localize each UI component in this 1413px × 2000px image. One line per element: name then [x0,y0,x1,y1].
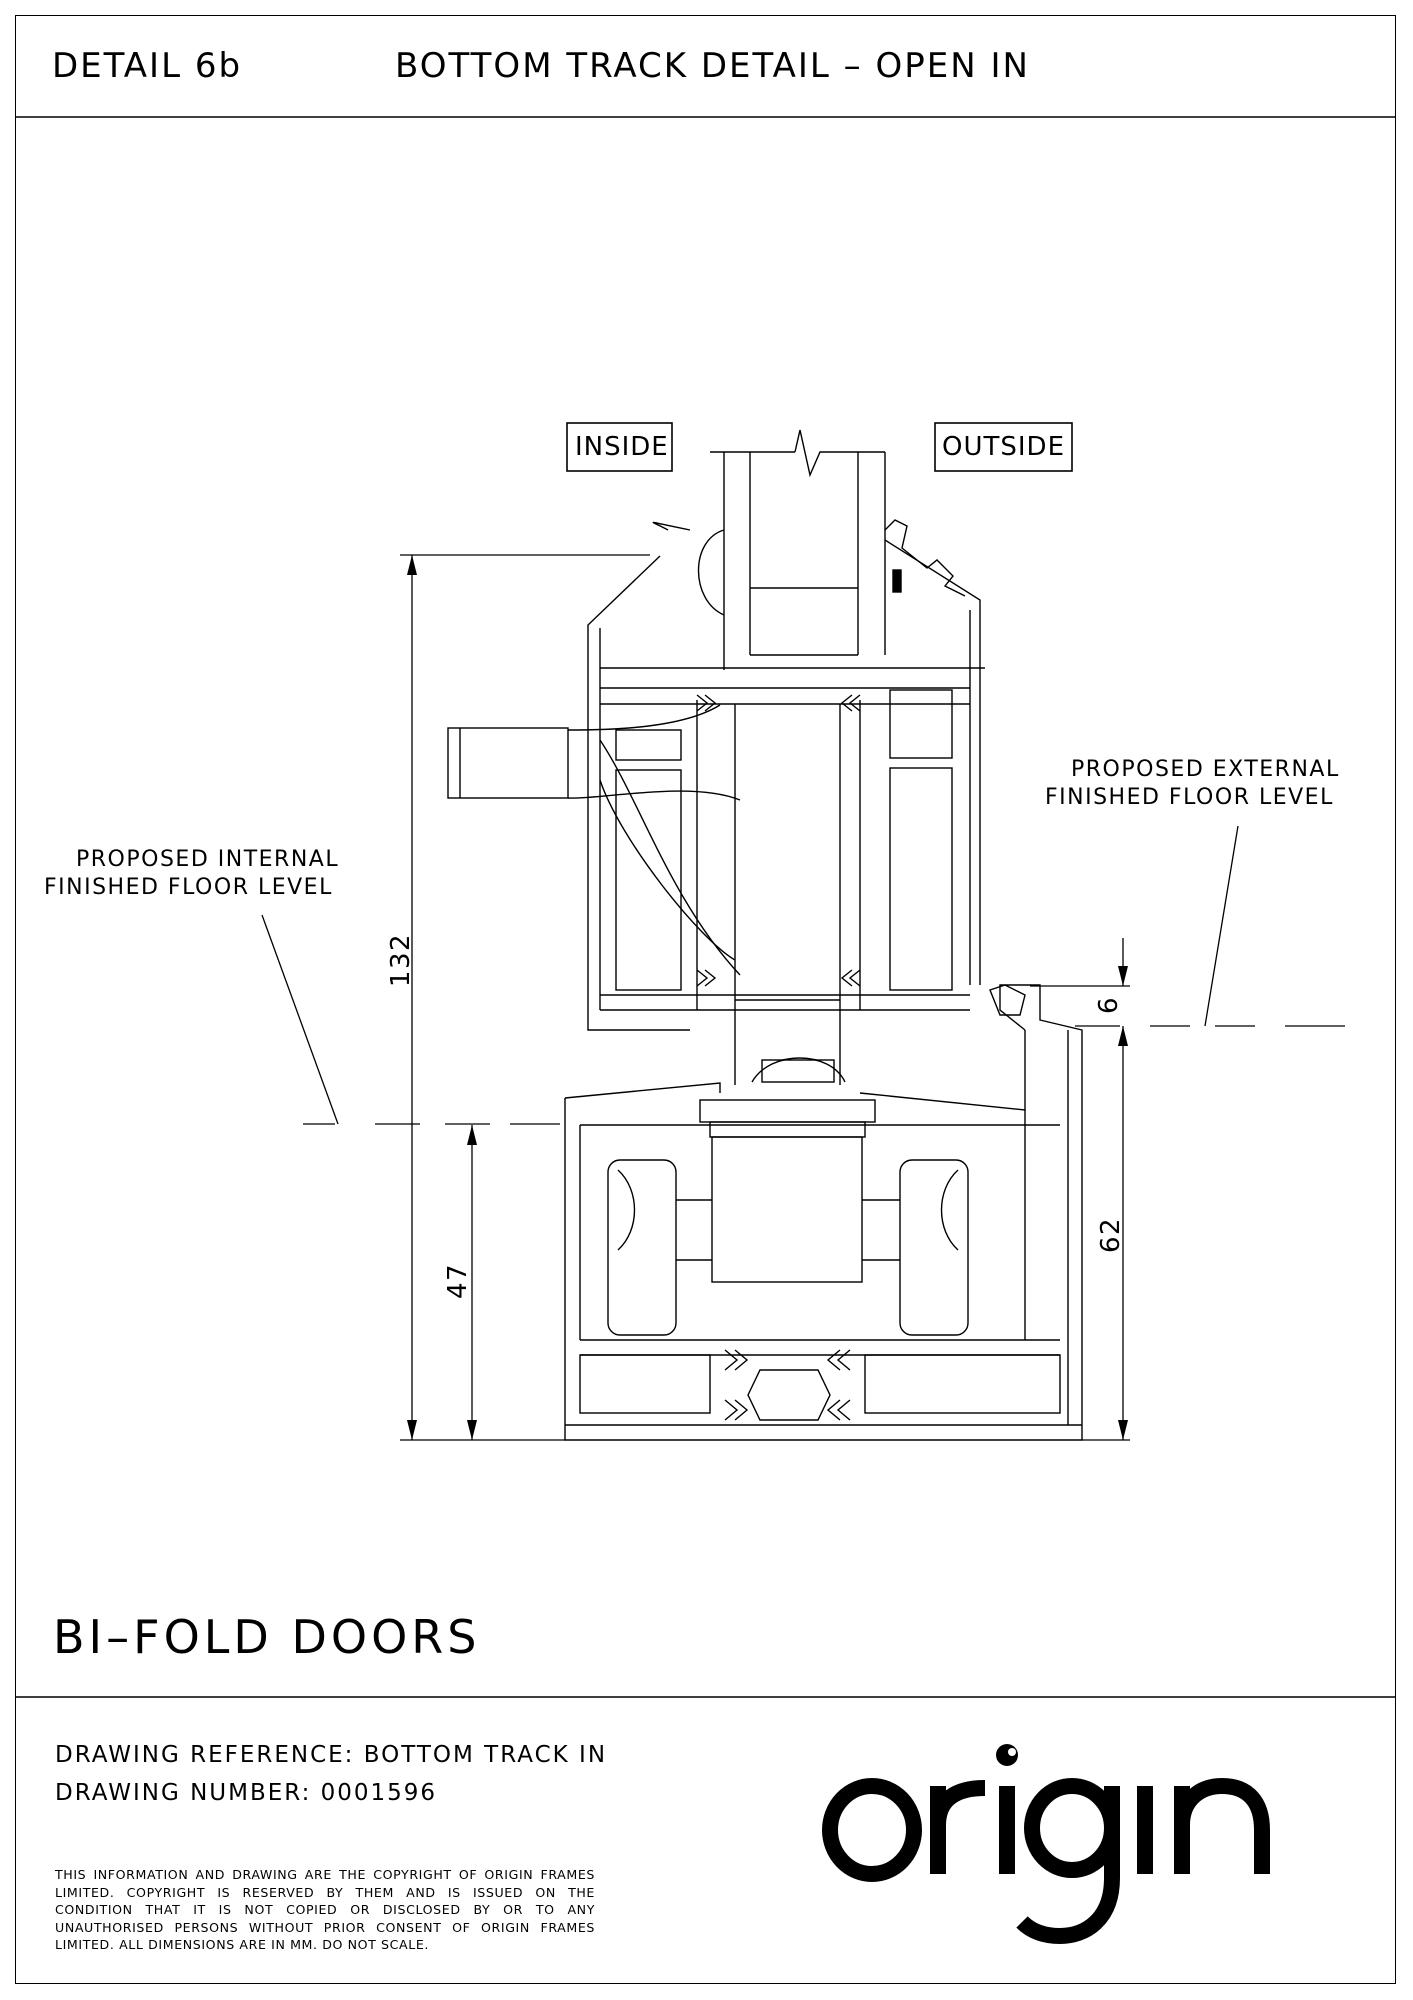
dimension-47: 47 [443,1262,474,1300]
glazing-unit [652,429,886,670]
outside-label-box [934,422,1073,472]
product-name: BI–FOLD DOORS [53,1610,481,1664]
internal-floor-label-line-1: PROPOSED INTERNAL [76,847,340,872]
origin-logo [822,1744,1270,1945]
bottom-track [564,984,1083,1441]
dimension-arrows [407,555,1128,1440]
outside-label: OUTSIDE [942,432,1065,462]
detail-title: BOTTOM TRACK DETAIL – OPEN IN [395,46,1030,86]
external-floor-label-line-2: FINISHED FLOOR LEVEL [1045,785,1334,810]
dimension-132: 132 [386,932,417,988]
outside-gasket [884,519,966,597]
dimension-lines [261,554,1345,1441]
copyright-notice: THIS INFORMATION AND DRAWING ARE THE COP… [55,1867,595,1952]
inside-label: INSIDE [575,432,669,462]
sash-profile [587,539,985,1085]
detail-number: DETAIL 6b [52,46,243,86]
dimension-6: 6 [1094,995,1125,1015]
drawing-border [15,15,1396,1984]
external-floor-label-line-1: PROPOSED EXTERNAL [1071,757,1340,782]
drawing-number: DRAWING NUMBER: 0001596 [55,1780,438,1806]
inside-label-box [566,422,673,472]
drawing-reference: DRAWING REFERENCE: BOTTOM TRACK IN [55,1742,608,1768]
handle [447,704,741,976]
internal-floor-label-line-2: FINISHED FLOOR LEVEL [44,875,333,900]
dimension-62: 62 [1096,1216,1127,1254]
